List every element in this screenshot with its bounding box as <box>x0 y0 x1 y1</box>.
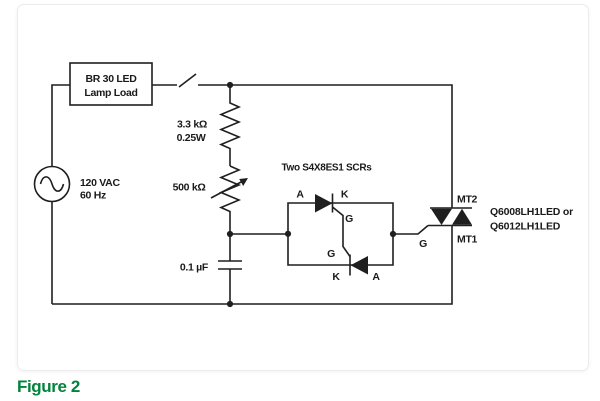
fixed-resistor-rating-label: 0.25W <box>177 132 206 144</box>
triac-gate-label: G <box>419 238 427 250</box>
fixed-resistor <box>218 85 242 166</box>
scr-bottom-triangle <box>350 256 368 275</box>
scr-top-gate-label: G <box>345 213 353 225</box>
node-dot-top <box>226 81 234 89</box>
triac-triangle-up <box>452 208 472 225</box>
triac-part-line2: Q6012LH1LED <box>490 221 561 233</box>
wire-gate-to-triac <box>393 224 429 235</box>
scr-bottom-gate-label: G <box>327 248 335 260</box>
potentiometer-arrowhead <box>239 178 248 186</box>
potentiometer-arrow-shaft <box>210 180 243 199</box>
lamp-load-label-line1: BR 30 LED <box>86 73 138 85</box>
scr-bridge-frame <box>287 202 394 266</box>
switch-blade <box>178 73 197 88</box>
wire-top <box>198 84 453 208</box>
ac-voltage-label: 120 VAC <box>80 177 120 189</box>
node-dot-middle-left <box>226 230 234 238</box>
lamp-load-label-line2: Lamp Load <box>84 87 137 99</box>
triac-part-line1: Q6008LH1LED or <box>490 206 573 218</box>
triac-triangle-down <box>431 208 452 225</box>
scr-bottom-anode-label: A <box>372 271 380 283</box>
fixed-resistor-value-label: 3.3 kΩ <box>177 119 207 131</box>
capacitor-value-label: 0.1 µF <box>180 262 209 274</box>
node-dot-bridge-left <box>284 230 292 237</box>
sine-wave-icon <box>39 176 65 192</box>
figure-caption: Figure 2 <box>17 377 80 396</box>
scr-pair-heading: Two S4X8ES1 SCRs <box>281 163 372 174</box>
scr-gate-cross-wire <box>331 206 351 257</box>
wire-right-and-bottom <box>52 225 453 305</box>
triac-mt1-label: MT1 <box>457 234 478 246</box>
ac-frequency-label: 60 Hz <box>80 190 106 202</box>
lamp-load-box <box>69 62 153 106</box>
triac-mt2-label: MT2 <box>457 194 478 206</box>
scr-top-anode-label: A <box>296 189 304 201</box>
node-dot-bottom <box>226 300 234 308</box>
node-dot-bridge-right <box>389 230 397 238</box>
triac-bars <box>428 207 472 227</box>
potentiometer <box>218 165 242 261</box>
wire-left <box>51 84 70 304</box>
capacitor <box>218 260 242 304</box>
scr-top-triangle <box>315 194 333 213</box>
scr-top-cathode-label: K <box>341 189 349 201</box>
scr-bottom-cathode-label: K <box>332 271 340 283</box>
potentiometer-value-label: 500 kΩ <box>173 182 206 194</box>
